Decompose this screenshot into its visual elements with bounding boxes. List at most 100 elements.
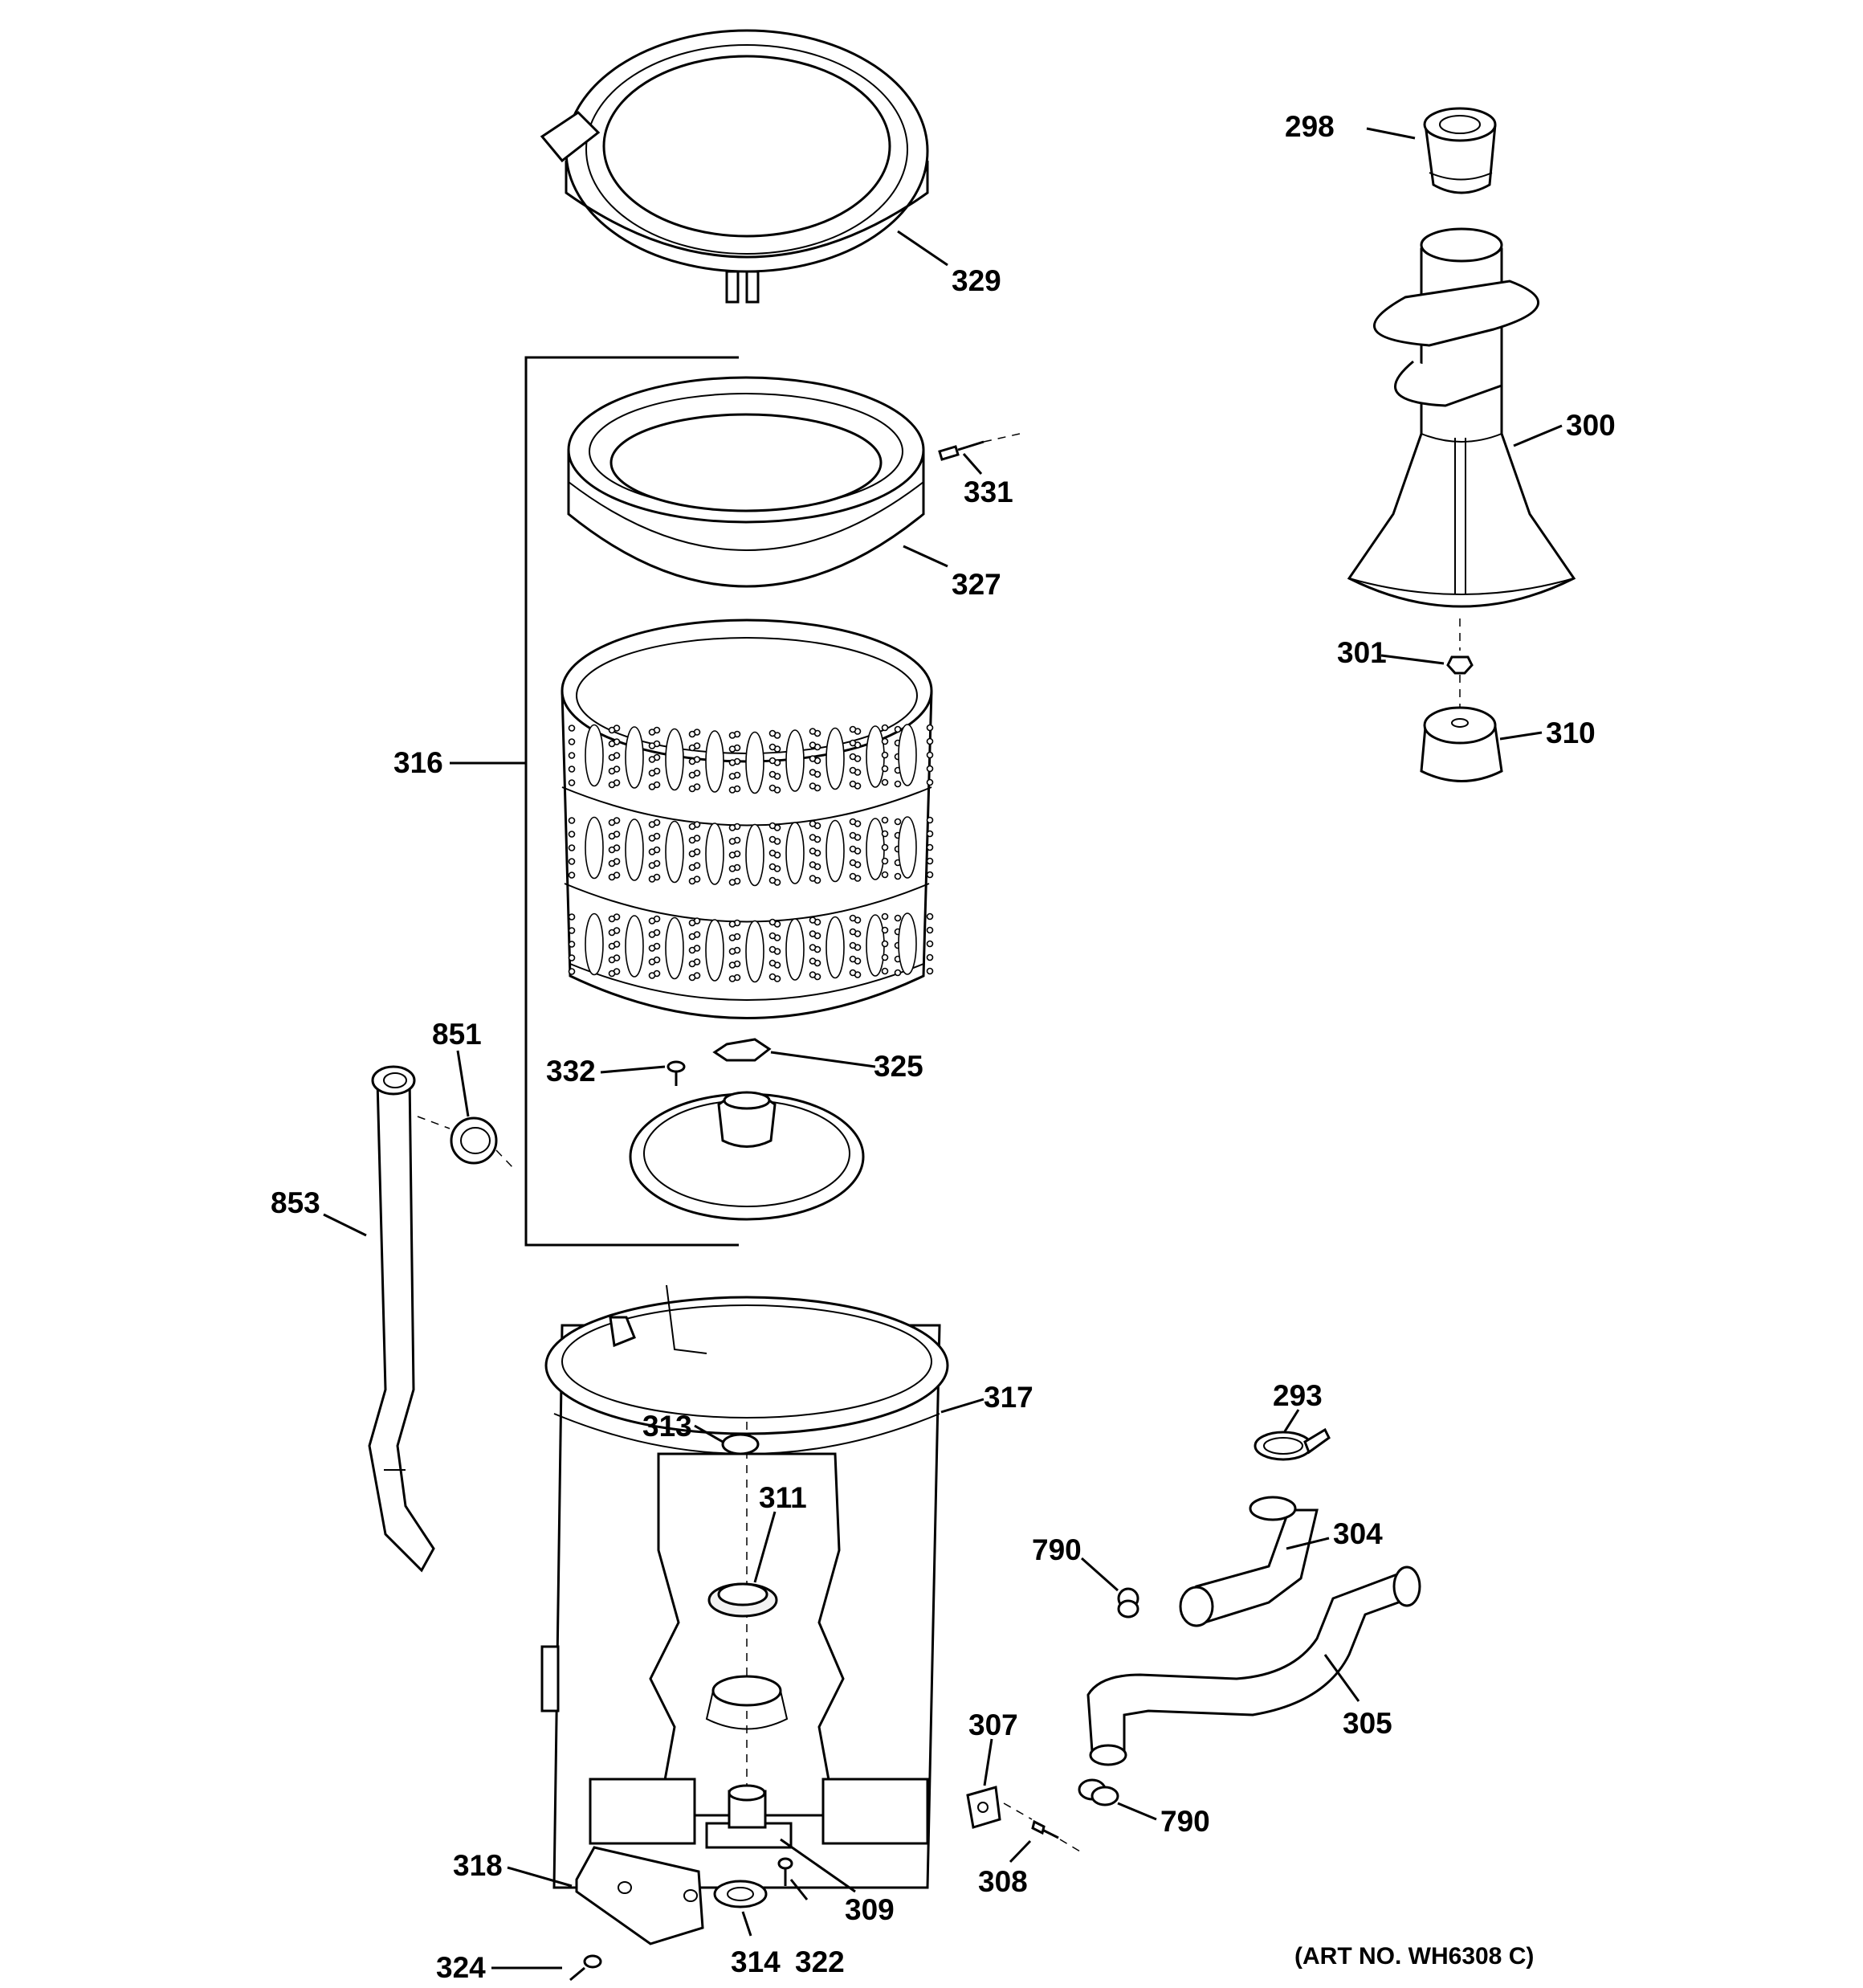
callout-331: 331 (964, 476, 1013, 508)
basket-perforation (728, 865, 736, 872)
basket-perforation (688, 730, 696, 738)
basket-perforation (608, 818, 616, 827)
seal-311-part (707, 1582, 778, 1618)
basket-perforation (688, 946, 696, 954)
basket-perforation (608, 929, 616, 937)
screw-332-part (667, 1060, 686, 1086)
tub-drain-hub-part (705, 1675, 789, 1730)
basket-perforation (728, 948, 736, 955)
basket-perforation (809, 728, 817, 735)
basket-perforation (881, 830, 889, 838)
basket-perforation (728, 851, 736, 859)
basket-slot (705, 823, 724, 885)
basket-perforation (881, 940, 889, 948)
basket-perforation (688, 757, 696, 765)
basket-slot (898, 724, 917, 786)
basket-perforation (648, 931, 656, 938)
bracket-307-part (966, 1786, 1001, 1829)
callout-322: 322 (795, 1945, 845, 1978)
basket-perforation (809, 971, 817, 978)
basket-perforation (809, 930, 817, 937)
fill-hose-853-part (368, 1065, 435, 1573)
basket-slot (705, 919, 724, 982)
clip-790-upper-part (1117, 1587, 1139, 1619)
basket-perforation (568, 913, 576, 921)
basket-perforation (849, 739, 857, 747)
callout-298: 298 (1285, 110, 1335, 143)
basket-perforation (648, 756, 656, 763)
basket-perforation (648, 783, 656, 790)
basket-perforation (728, 838, 736, 845)
basket-perforation (881, 871, 889, 879)
agitator-300-part (1347, 227, 1576, 608)
callout-316: 316 (393, 746, 443, 779)
callout-304: 304 (1333, 1517, 1383, 1550)
basket-perforation (926, 778, 934, 786)
hose-clamp-293-part (1254, 1427, 1331, 1461)
basket-slot (866, 725, 885, 788)
drain-hose-305-part (1086, 1565, 1421, 1766)
basket-slot (898, 912, 917, 975)
bolt-301-part (1446, 618, 1474, 707)
basket-slot (898, 816, 917, 879)
basket-perforation (849, 928, 857, 936)
washer-314-part (713, 1880, 768, 1908)
basket-slot (625, 726, 644, 789)
basket-perforation (881, 857, 889, 865)
basket-perforation (608, 740, 616, 748)
basket-perforation (849, 914, 857, 922)
basket-perforation (568, 941, 576, 948)
basket-perforation (926, 912, 934, 921)
callout-307: 307 (968, 1708, 1018, 1741)
basket-perforation (768, 835, 777, 843)
callout-311: 311 (759, 1481, 807, 1514)
basket-perforation (809, 782, 817, 790)
basket-perforation (881, 912, 889, 921)
gasket-313-part (721, 1433, 760, 1455)
basket-perforation (809, 769, 817, 776)
bracket-318-part (575, 1846, 704, 1945)
callout-314: 314 (731, 1945, 781, 1978)
hub-nut-325-part (712, 1038, 772, 1062)
basket-perforation (809, 755, 817, 762)
basket-perforation (926, 953, 934, 961)
basket-perforation (688, 877, 696, 885)
basket-perforation (608, 956, 616, 964)
basket-perforation (926, 751, 934, 759)
basket-perforation (809, 944, 817, 951)
basket-perforation (688, 771, 696, 779)
basket-perforation (568, 844, 576, 851)
basket-hub-plate-part (629, 1091, 865, 1221)
basket-perforation (768, 770, 777, 778)
basket-slot (625, 915, 644, 978)
basket-perforation (926, 857, 934, 865)
basket-perforation (728, 824, 736, 831)
basket-perforation (768, 757, 777, 765)
basket-slot (585, 724, 604, 787)
basket-slot (826, 916, 845, 979)
basket-perforation (881, 751, 889, 759)
callout-305: 305 (1343, 1707, 1392, 1740)
callout-325: 325 (874, 1050, 923, 1083)
callout-324: 324 (436, 1951, 486, 1984)
basket-perforation (768, 863, 777, 871)
basket-perforation (809, 834, 817, 841)
basket-perforation (894, 818, 902, 826)
basket-perforation (608, 970, 616, 978)
basket-perforation (568, 927, 576, 934)
basket-perforation (688, 850, 696, 858)
basket-perforation (728, 759, 736, 766)
basket-slot (665, 916, 684, 980)
basket-perforation (568, 725, 576, 732)
basket-perforation (728, 921, 736, 928)
basket-perforation (728, 745, 736, 753)
tub-cover-ring-part (540, 29, 929, 304)
basket-perforation (648, 958, 656, 965)
basket-perforation (728, 961, 736, 969)
basket-perforation (926, 940, 934, 948)
basket-perforation (881, 724, 889, 732)
basket-perforation (728, 934, 736, 941)
basket-perforation (608, 846, 616, 854)
basket-perforation (768, 729, 777, 737)
callout-790-lower: 790 (1160, 1805, 1210, 1838)
